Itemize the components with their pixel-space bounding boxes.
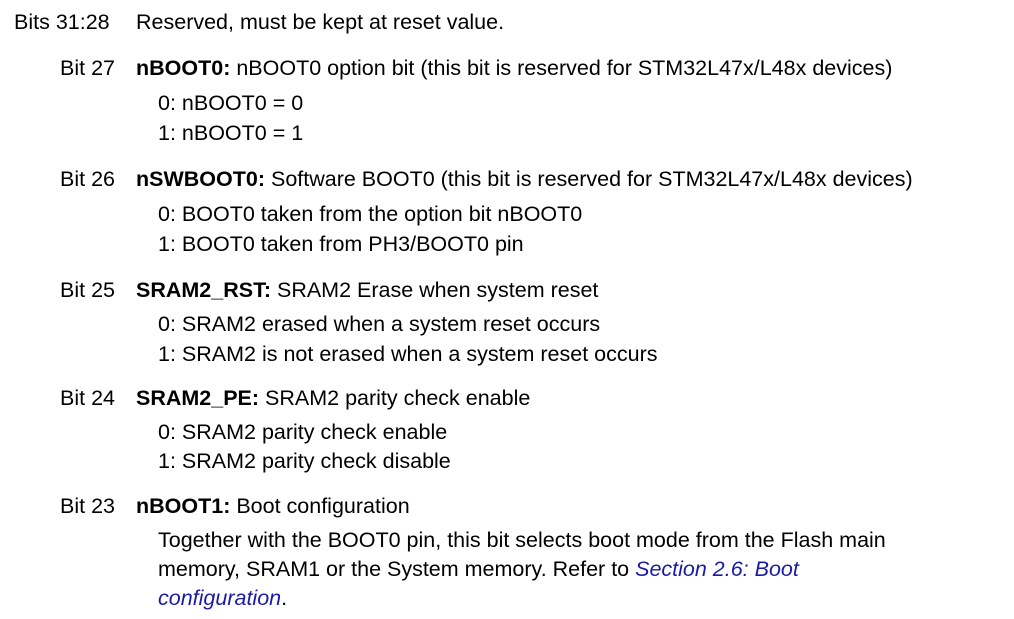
- bit-27-title: nBOOT0: nBOOT0 option bit (this bit is r…: [136, 53, 892, 83]
- bit-24-title: SRAM2_PE: SRAM2 parity check enable: [136, 383, 530, 413]
- bit-26-label: Bit 26: [60, 167, 115, 191]
- bit-23-title: nBOOT1: Boot configuration: [136, 491, 410, 521]
- bit-24-name: SRAM2_PE:: [136, 386, 260, 410]
- bit-24-value-1: 1: SRAM2 parity check disable: [158, 449, 451, 473]
- bit-27-value-1: 1: nBOOT0 = 1: [158, 121, 304, 145]
- bit-24-label: Bit 24: [60, 386, 115, 410]
- reserved-bits-description: Reserved, must be kept at reset value.: [136, 10, 505, 34]
- bit-24-description: SRAM2 parity check enable: [259, 386, 531, 410]
- bit-25-name: SRAM2_RST:: [136, 278, 271, 302]
- bit-24-value-0: 0: SRAM2 parity check enable: [158, 420, 448, 444]
- bit-25-title: SRAM2_RST: SRAM2 Erase when system reset: [136, 275, 598, 305]
- bit-27-label: Bit 27: [60, 56, 115, 80]
- bit-23-paragraph-line-1: Together with the BOOT0 pin, this bit se…: [158, 528, 886, 552]
- bit-25-description: SRAM2 Erase when system reset: [271, 278, 599, 302]
- boot-configuration-link[interactable]: configuration: [158, 586, 282, 610]
- bit-23-paragraph-text: memory, SRAM1 or the System memory. Refe…: [158, 557, 636, 581]
- bit-25-value-0: 0: SRAM2 erased when a system reset occu…: [158, 312, 601, 336]
- bit-27-name: nBOOT0:: [136, 56, 231, 80]
- bit-23-label: Bit 23: [60, 494, 115, 518]
- bit-25-value-1: 1: SRAM2 is not erased when a system res…: [158, 342, 658, 366]
- bit-23-paragraph-line-3: configuration.: [158, 583, 287, 613]
- bit-26-value-1: 1: BOOT0 taken from PH3/BOOT0 pin: [158, 232, 524, 256]
- bit-25-label: Bit 25: [60, 278, 115, 302]
- bit-23-name: nBOOT1:: [136, 494, 231, 518]
- bit-26-name: nSWBOOT0:: [136, 167, 265, 191]
- bit-27-description: nBOOT0 option bit (this bit is reserved …: [230, 56, 893, 80]
- section-2-6-link[interactable]: Section 2.6: Boot: [635, 557, 799, 581]
- reserved-bits-label: Bits 31:28: [14, 10, 110, 34]
- bit-23-description: Boot configuration: [230, 494, 410, 518]
- bit-26-title: nSWBOOT0: Software BOOT0 (this bit is re…: [136, 164, 913, 194]
- bit-23-paragraph-end: .: [281, 586, 288, 610]
- bit-26-value-0: 0: BOOT0 taken from the option bit nBOOT…: [158, 202, 583, 226]
- bit-27-value-0: 0: nBOOT0 = 0: [158, 91, 304, 115]
- bit-26-description: Software BOOT0 (this bit is reserved for…: [265, 167, 913, 191]
- bit-23-paragraph-line-2: memory, SRAM1 or the System memory. Refe…: [158, 554, 799, 584]
